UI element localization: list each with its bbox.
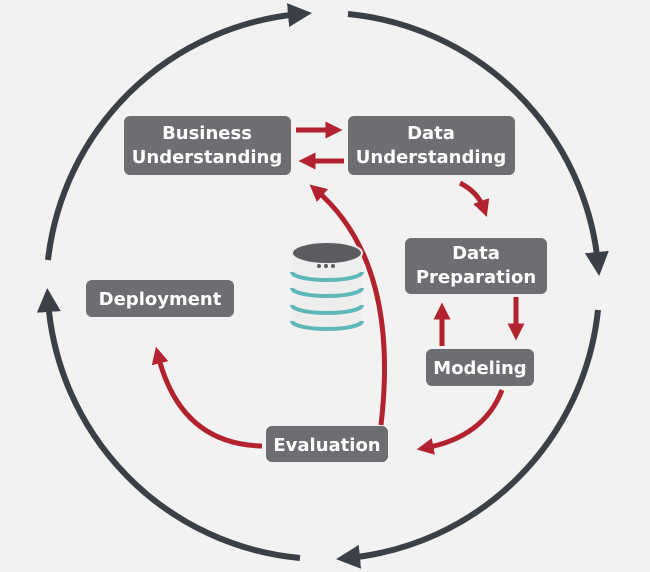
node-deployment: Deployment bbox=[86, 280, 234, 317]
node-data-understanding: Data Understanding bbox=[348, 116, 515, 175]
arrow-evaluation-to-business bbox=[309, 184, 387, 426]
node-data-understanding-line1: Data bbox=[407, 123, 455, 144]
node-data-preparation-line1: Data bbox=[452, 243, 500, 264]
node-business-understanding: Business Understanding bbox=[124, 116, 291, 175]
node-data-understanding-line2: Understanding bbox=[356, 147, 506, 168]
node-modeling-label: Modeling bbox=[433, 358, 526, 379]
ring-arc-top-left bbox=[45, 3, 312, 261]
node-data-preparation-line2: Preparation bbox=[416, 267, 536, 288]
node-modeling: Modeling bbox=[426, 349, 534, 386]
ring-arc-top-right bbox=[347, 11, 609, 276]
node-evaluation: Evaluation bbox=[266, 426, 388, 462]
node-business-understanding-line1: Business bbox=[162, 123, 252, 144]
database-icon bbox=[290, 241, 364, 331]
node-business-understanding-line2: Understanding bbox=[132, 147, 282, 168]
ring-arc-bottom-right bbox=[336, 309, 601, 569]
ring-arc-bottom-left bbox=[36, 288, 301, 561]
arrow-modeling-to-evaluation bbox=[416, 389, 505, 455]
arrow-evaluation-to-deployment bbox=[151, 346, 263, 449]
node-deployment-label: Deployment bbox=[99, 289, 222, 310]
arrow-data-understanding-to-preparation bbox=[458, 180, 490, 218]
flow-arrows bbox=[151, 121, 525, 455]
node-evaluation-label: Evaluation bbox=[273, 435, 380, 456]
node-data-preparation: Data Preparation bbox=[405, 238, 547, 294]
cycle-ring bbox=[36, 3, 609, 569]
